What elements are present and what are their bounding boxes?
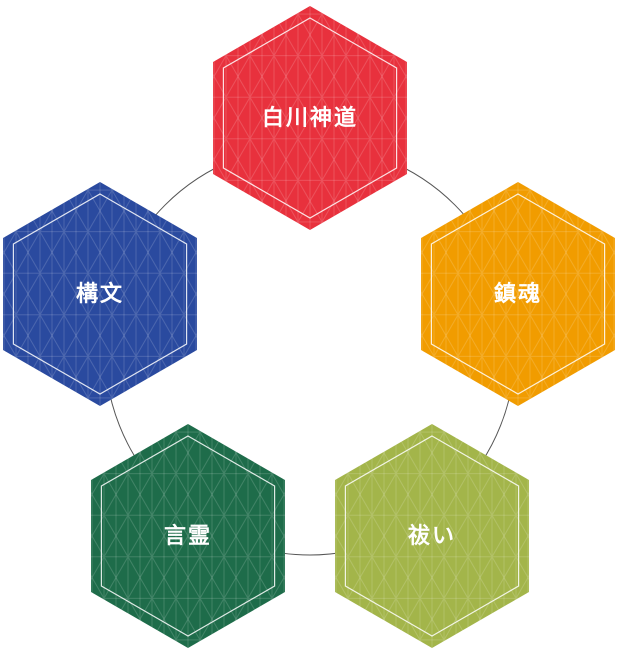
hexagon-label: 祓い: [408, 523, 456, 549]
hexagon-node-chinkon: 鎮魂: [421, 182, 615, 406]
hexagon-pattern: [213, 6, 407, 230]
hexagon-label: 白川神道: [262, 105, 358, 131]
hexagon-label: 構文: [76, 281, 124, 307]
hexagon-inner-border: [430, 193, 606, 395]
hexagon-label: 鎮魂: [494, 281, 542, 307]
hexagon-pattern: [335, 424, 529, 648]
hexagon-pattern: [3, 182, 197, 406]
hexagon-node-harai: 祓い: [335, 424, 529, 648]
hexagon-inner-border: [12, 193, 188, 395]
hexagon-inner-border: [100, 435, 276, 637]
hexagon-pattern: [421, 182, 615, 406]
hexagon-node-koubun: 構文: [3, 182, 197, 406]
hexagon-label: 言霊: [164, 523, 212, 549]
hexagon-inner-border: [222, 17, 398, 219]
hexagon-pattern: [91, 424, 285, 648]
hexagon-node-shirakawa-shinto: 白川神道: [213, 6, 407, 230]
hexagon-node-kotodama: 言霊: [91, 424, 285, 648]
hexagon-inner-border: [344, 435, 520, 637]
